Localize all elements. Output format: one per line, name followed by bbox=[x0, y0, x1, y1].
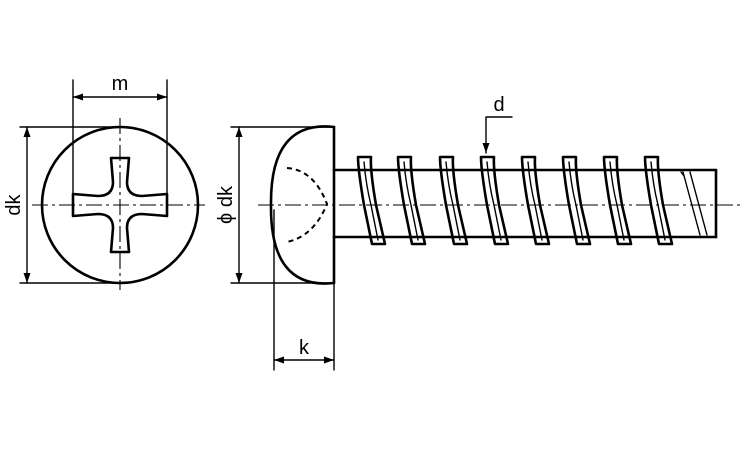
thread-crest-4 bbox=[479, 155, 510, 246]
phi-symbol: ϕ bbox=[215, 213, 237, 224]
thread-crest-inner-3 bbox=[445, 161, 461, 241]
dimension-dk: dk bbox=[3, 126, 123, 284]
thread-crest-inner-1 bbox=[363, 161, 379, 241]
dimension-phi-dk: ϕ dk bbox=[215, 126, 331, 284]
thread-crest-inner-6 bbox=[568, 161, 584, 241]
thread-crest-inner-8 bbox=[650, 161, 666, 241]
thread-crest-3 bbox=[438, 155, 469, 246]
phi-dk-label: ϕ dk bbox=[215, 185, 237, 224]
thread-crest-inner-4 bbox=[486, 161, 502, 241]
thread-tip-lines bbox=[680, 171, 708, 236]
thread-crest-1 bbox=[356, 155, 387, 246]
screw-side-view bbox=[258, 125, 740, 285]
head-top-view bbox=[32, 118, 205, 290]
m-label: m bbox=[112, 73, 129, 95]
dimension-m: m bbox=[72, 73, 168, 195]
dimension-d: d bbox=[482, 94, 513, 154]
thread-crest-inner-7 bbox=[609, 161, 625, 241]
thread-crest-7 bbox=[602, 155, 633, 246]
thread-crest-inner-5 bbox=[527, 161, 543, 241]
d-label: d bbox=[493, 94, 504, 116]
thread-crest-8 bbox=[643, 155, 674, 246]
thread-crest-2 bbox=[396, 155, 427, 246]
thread-crest-5 bbox=[520, 155, 551, 246]
thread-crest-6 bbox=[561, 155, 592, 246]
recess-hidden-line bbox=[286, 167, 329, 243]
d-leader-line bbox=[482, 116, 513, 154]
k-label: k bbox=[299, 337, 310, 359]
phillips-recess-cross bbox=[71, 156, 169, 254]
thread-crests bbox=[356, 155, 674, 246]
dimension-k: k bbox=[273, 209, 335, 371]
thread-crest-inner-2 bbox=[403, 161, 419, 241]
dk-label: dk bbox=[3, 193, 25, 215]
phi-dk-text: dk bbox=[215, 185, 237, 207]
